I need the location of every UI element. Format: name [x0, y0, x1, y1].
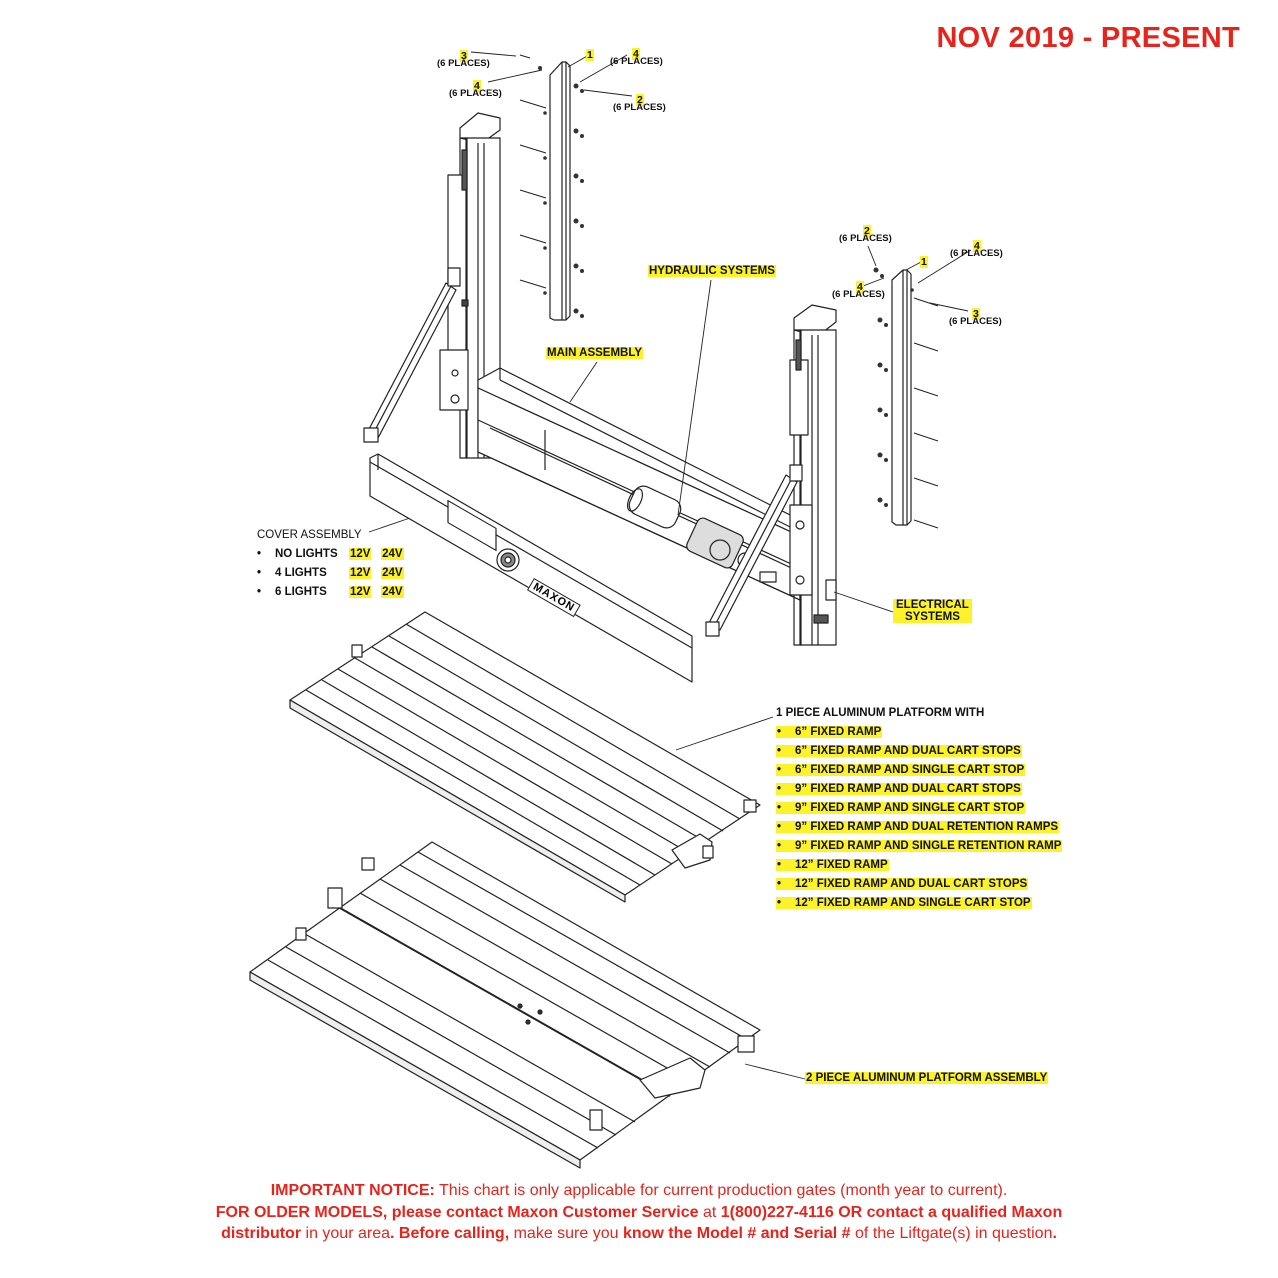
callout-3-left-places: (6 PLACES) — [437, 58, 490, 69]
callout-4b-left: 4 — [632, 48, 640, 60]
cover-panel — [369, 453, 693, 683]
callout-4a-left-places: (6 PLACES) — [449, 88, 502, 99]
main-assembly-label: MAIN ASSEMBLY — [546, 347, 643, 359]
platform-option: •9” FIXED RAMP AND DUAL CART STOPS — [776, 783, 1022, 795]
callout-4a-left: 4 — [473, 80, 481, 92]
electrical-systems-label: ELECTRICAL SYSTEMS — [893, 599, 972, 623]
platform-option: •9” FIXED RAMP AND SINGLE RETENTION RAMP — [776, 840, 1063, 852]
callout-2-right-places: (6 PLACES) — [839, 233, 892, 244]
right-strut — [705, 464, 803, 637]
right-standard — [789, 304, 837, 646]
callout-4b-right: 4 — [973, 240, 981, 252]
platform-option: •12” FIXED RAMP — [776, 859, 889, 871]
platform-option: •6” FIXED RAMP AND SINGLE CART STOP — [776, 764, 1026, 776]
callout-4b-right-places: (6 PLACES) — [950, 248, 1003, 259]
platform-option: •9” FIXED RAMP AND DUAL RETENTION RAMPS — [776, 821, 1060, 833]
two-piece-platform-label: 2 PIECE ALUMINUM PLATFORM ASSEMBLY — [805, 1072, 1049, 1084]
callout-2-left-places: (6 PLACES) — [613, 102, 666, 113]
platform-option: •9” FIXED RAMP AND SINGLE CART STOP — [776, 802, 1026, 814]
label-leaders — [368, 279, 894, 1080]
left-inner-strip — [549, 61, 571, 321]
platform-one-piece — [289, 611, 761, 903]
notice-line-2: FOR OLDER MODELS, please contact Maxon C… — [215, 1203, 1063, 1221]
right-strip-bolts — [913, 297, 939, 529]
notice-line-1: IMPORTANT NOTICE: This chart is only app… — [270, 1182, 1008, 1199]
callout-4a-right: 4 — [856, 281, 864, 293]
callout-3-right: 3 — [972, 308, 980, 320]
callout-4b-left-places: (6 PLACES) — [610, 56, 663, 67]
callout-2-right: 2 — [863, 225, 871, 237]
left-top-leaders — [470, 51, 633, 97]
right-inner-strip — [891, 269, 912, 526]
callout-3-left: 3 — [460, 50, 468, 62]
callout-1-left: 1 — [586, 49, 594, 61]
platform-one-piece-title: 1 PIECE ALUMINUM PLATFORM WITH — [776, 707, 985, 719]
platform-two-piece — [249, 841, 761, 1169]
date-range-title: NOV 2019 - PRESENT — [936, 22, 1240, 54]
notice-line-3: distributor in your area. Before calling… — [221, 1225, 1057, 1242]
platform-option: •6” FIXED RAMP — [776, 726, 883, 738]
platform-one-piece-block: 1 PIECE ALUMINUM PLATFORM WITH •6” FIXED… — [776, 704, 1063, 913]
platform-option: •12” FIXED RAMP AND SINGLE CART STOP — [776, 897, 1032, 909]
platform-option: •12” FIXED RAMP AND DUAL CART STOPS — [776, 878, 1029, 890]
callout-4a-right-places: (6 PLACES) — [832, 289, 885, 300]
cover-assembly-title: COVER ASSEMBLY — [257, 529, 362, 541]
important-notice: IMPORTANT NOTICE: This chart is only app… — [0, 1180, 1278, 1245]
left-strut — [363, 267, 461, 443]
hydraulic-unit — [626, 485, 777, 583]
callout-3-right-places: (6 PLACES) — [949, 316, 1002, 327]
right-top-leaders — [862, 245, 972, 312]
left-strip-bolts — [519, 54, 547, 289]
platform-option: •6” FIXED RAMP AND DUAL CART STOPS — [776, 745, 1022, 757]
hydraulic-systems-label: HYDRAULIC SYSTEMS — [648, 265, 776, 277]
callout-1-right: 1 — [920, 256, 928, 268]
callout-2-left: 2 — [636, 94, 644, 106]
